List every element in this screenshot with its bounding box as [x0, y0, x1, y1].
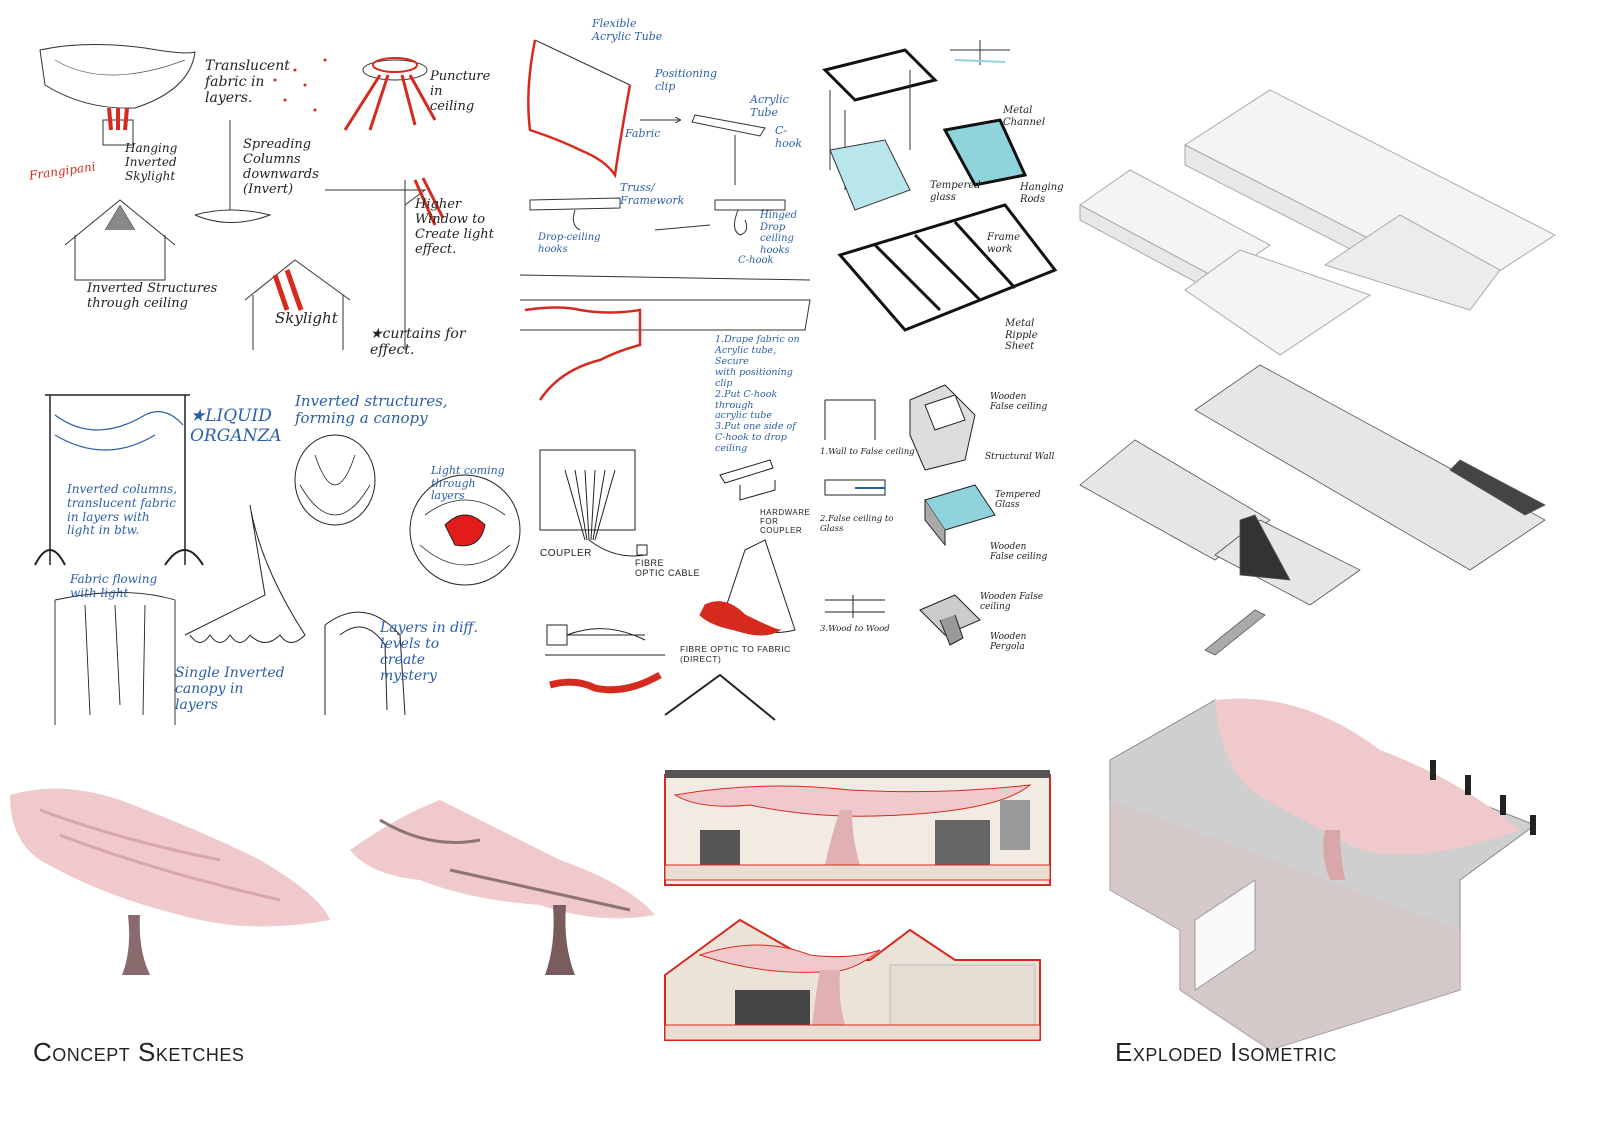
label-install-steps: 1.Drape fabric on Acrylic tube, Secure w… — [715, 334, 800, 455]
sketch-panel-joints: Wooden False ceiling Structural Wall 1.W… — [815, 380, 1060, 665]
section-drawing-2 — [664, 918, 1041, 1041]
label-tempered-glass: Tempered glass — [930, 180, 981, 203]
label-inverted-canopy: Inverted structures, forming a canopy — [295, 392, 448, 428]
label-hanging-skylight: Hanging Inverted Skylight — [125, 141, 178, 183]
label-false-to-glass: 2.False ceiling to Glass — [820, 514, 894, 534]
label-inverted-columns: Inverted columns, translucent fabric in … — [67, 482, 178, 538]
label-hanging-rods: Hanging Rods — [1020, 182, 1064, 205]
exploded-base-model — [1109, 698, 1537, 1051]
label-single-canopy: Single Inverted canopy in layers — [175, 665, 285, 714]
caption-concept-sketches: Concept Sketches — [33, 1037, 245, 1067]
framework-drawing — [822, 40, 1058, 332]
fibre-optic-drawing — [539, 449, 796, 721]
label-fabric-flowing: Fabric flowing with light — [70, 572, 158, 600]
label-fibre-direct: FIBRE OPTIC TO FABRIC (DIRECT) — [680, 644, 791, 664]
label-liquid-organza: ★LIQUID ORGANZA — [190, 406, 282, 446]
concept-sketch-drawing — [39, 43, 445, 350]
joint-details-drawing — [824, 384, 996, 646]
section-drawing-1 — [664, 770, 1051, 886]
label-wooden-false-ceiling-2: Wooden False ceiling — [990, 542, 1048, 563]
label-wooden-pergola: Wooden Pergola — [990, 632, 1027, 653]
label-curtains: ★curtains for effect. — [370, 326, 466, 359]
label-drop-ceiling-hooks: Drop-ceiling hooks — [538, 232, 601, 255]
label-c-hook-2: C-hook — [738, 255, 774, 266]
label-wall-to-false: 1.Wall to False ceiling — [820, 447, 915, 457]
sketch-panel-framework: Metal Channel Tempered glass Hanging Rod… — [815, 10, 1064, 352]
fabric-tree-render-1 — [10, 788, 330, 975]
organza-drawing — [34, 394, 521, 725]
label-coupler: COUPLER — [540, 548, 592, 559]
label-translucent-fabric: Translucent fabric in layers. — [205, 58, 290, 107]
fabric-tree-render-2 — [350, 800, 655, 975]
label-spreading-columns: Spreading Columns downwards (Invert) — [243, 137, 319, 197]
label-positioning-clip: Positioning clip — [655, 67, 718, 93]
label-metal-channel: Metal Channel — [1003, 105, 1046, 128]
sketch-panel-concepts: Translucent fabric in layers. Puncture i… — [25, 30, 515, 360]
label-puncture-ceiling: Puncture in ceiling — [430, 69, 491, 114]
label-wooden-false-ceiling-3: Wooden False ceiling — [980, 592, 1044, 613]
sketch-panel-fabric-hanging: Flexible Acrylic Tube Positioning clip F… — [519, 10, 811, 454]
label-wooden-false-ceiling: Wooden False ceiling — [990, 392, 1048, 413]
label-light-coming: Light coming through layers — [431, 464, 505, 503]
label-inverted-structures: Inverted Structures through ceiling — [87, 281, 218, 311]
exploded-roof-frame — [1079, 364, 1546, 656]
caption-exploded-isometric: Exploded Isometric — [1115, 1037, 1337, 1067]
fabric-hanging-drawing — [519, 39, 811, 401]
label-layers-diff: Layers in diff. levels to create mystery — [380, 620, 478, 685]
label-structural-wall: Structural Wall — [985, 452, 1055, 462]
label-higher-window: Higher Window to Create light effect. — [415, 197, 494, 257]
label-fibre-optic-cable: FIBRE OPTIC CABLE — [635, 558, 701, 579]
label-hinged-hooks: Hinged Drop ceiling hooks — [760, 210, 798, 256]
label-c-hook: C- hook — [775, 124, 802, 150]
label-wood-to-wood: 3.Wood to Wood — [820, 624, 890, 634]
sketch-panel-fibre-optic: COUPLER FIBRE OPTIC CABLE HARDWARE FOR C… — [525, 430, 815, 730]
label-acrylic-tube: Acrylic Tube — [750, 93, 789, 119]
label-ripple-sheet: Metal Ripple Sheet — [1005, 318, 1038, 352]
label-skylight: Skylight — [275, 309, 338, 327]
label-flexible-tube: Flexible Acrylic Tube — [592, 17, 663, 43]
label-frame-work: Frame work — [987, 232, 1021, 255]
sketch-panel-organza: ★LIQUID ORGANZA Inverted structures, for… — [25, 385, 521, 730]
label-hardware-coupler: HARDWARE FOR COUPLER — [760, 508, 811, 536]
exploded-roof-glass — [1079, 89, 1557, 356]
label-tempered-glass-2: Tempered Glass — [995, 490, 1041, 511]
label-fabric: Fabric — [625, 127, 661, 140]
label-truss-framework: Truss/ Framework — [620, 181, 685, 207]
